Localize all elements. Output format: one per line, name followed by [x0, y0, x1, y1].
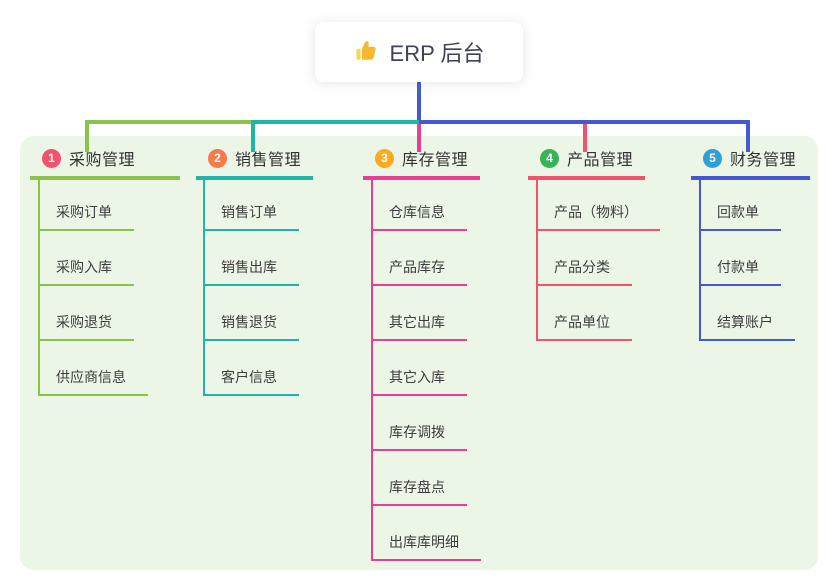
branch-number-badge: 5: [703, 148, 722, 168]
leaf-node[interactable]: 出库库明细: [371, 533, 481, 561]
branch-node-sales[interactable]: 2 销售管理: [196, 146, 313, 180]
branch-number-badge: 3: [375, 148, 394, 168]
leaf-node[interactable]: 客户信息: [203, 368, 299, 396]
branch4-subtree-line: [536, 180, 538, 341]
branch-node-finance[interactable]: 5 财务管理: [691, 146, 810, 180]
branch1-subtree-line: [38, 180, 40, 396]
connector-drop-branch3: [417, 124, 421, 152]
branch-number-badge: 4: [540, 148, 559, 168]
branch5-subtree-line: [699, 180, 701, 341]
leaf-node[interactable]: 库存调拨: [371, 423, 467, 451]
leaf-node[interactable]: 付款单: [699, 258, 781, 286]
leaf-node[interactable]: 库存盘点: [371, 478, 467, 506]
connector-root-trunk: [417, 82, 421, 120]
branch-node-product[interactable]: 4 产品管理: [528, 146, 645, 180]
connector-drop-branch5: [746, 120, 750, 152]
branch-title: 产品管理: [567, 152, 634, 169]
branch-number-badge: 1: [42, 148, 61, 168]
connector-rail-right-blue: [419, 120, 750, 124]
leaf-node[interactable]: 销售出库: [203, 258, 299, 286]
leaf-node[interactable]: 采购订单: [38, 203, 134, 231]
connector-drop-branch1: [85, 120, 89, 152]
branches-background-panel: [20, 136, 818, 570]
branch-node-purchase[interactable]: 1 采购管理: [30, 146, 180, 180]
branch2-subtree-line: [203, 180, 205, 396]
leaf-node[interactable]: 产品库存: [371, 258, 467, 286]
leaf-node[interactable]: 仓库信息: [371, 203, 467, 231]
leaf-node[interactable]: 结算账户: [699, 313, 795, 341]
branch-title: 库存管理: [402, 152, 469, 169]
connector-drop-branch4: [583, 124, 587, 152]
leaf-node[interactable]: 采购退货: [38, 313, 134, 341]
leaf-node[interactable]: 回款单: [699, 203, 781, 231]
branch-number-badge: 2: [208, 148, 227, 168]
connector-rail-left-green: [85, 120, 253, 124]
connector-rail-left-teal: [251, 120, 419, 124]
leaf-node[interactable]: 产品（物料）: [536, 203, 660, 231]
connector-drop-branch2: [251, 120, 255, 152]
thumbs-up-icon: [354, 39, 380, 65]
branch3-subtree-line: [371, 180, 373, 561]
leaf-node[interactable]: 产品分类: [536, 258, 632, 286]
leaf-node[interactable]: 其它出库: [371, 313, 467, 341]
root-node[interactable]: ERP 后台: [315, 22, 523, 82]
leaf-node[interactable]: 销售退货: [203, 313, 299, 341]
leaf-node[interactable]: 其它入库: [371, 368, 467, 396]
leaf-node[interactable]: 产品单位: [536, 313, 632, 341]
branch-title: 采购管理: [69, 152, 136, 169]
root-node-label: ERP 后台: [389, 41, 485, 66]
leaf-node[interactable]: 供应商信息: [38, 368, 148, 396]
leaf-node[interactable]: 采购入库: [38, 258, 134, 286]
leaf-node[interactable]: 销售订单: [203, 203, 299, 231]
branch-node-inventory[interactable]: 3 库存管理: [363, 146, 480, 180]
branch-title: 销售管理: [235, 152, 302, 169]
branch-title: 财务管理: [730, 152, 797, 169]
